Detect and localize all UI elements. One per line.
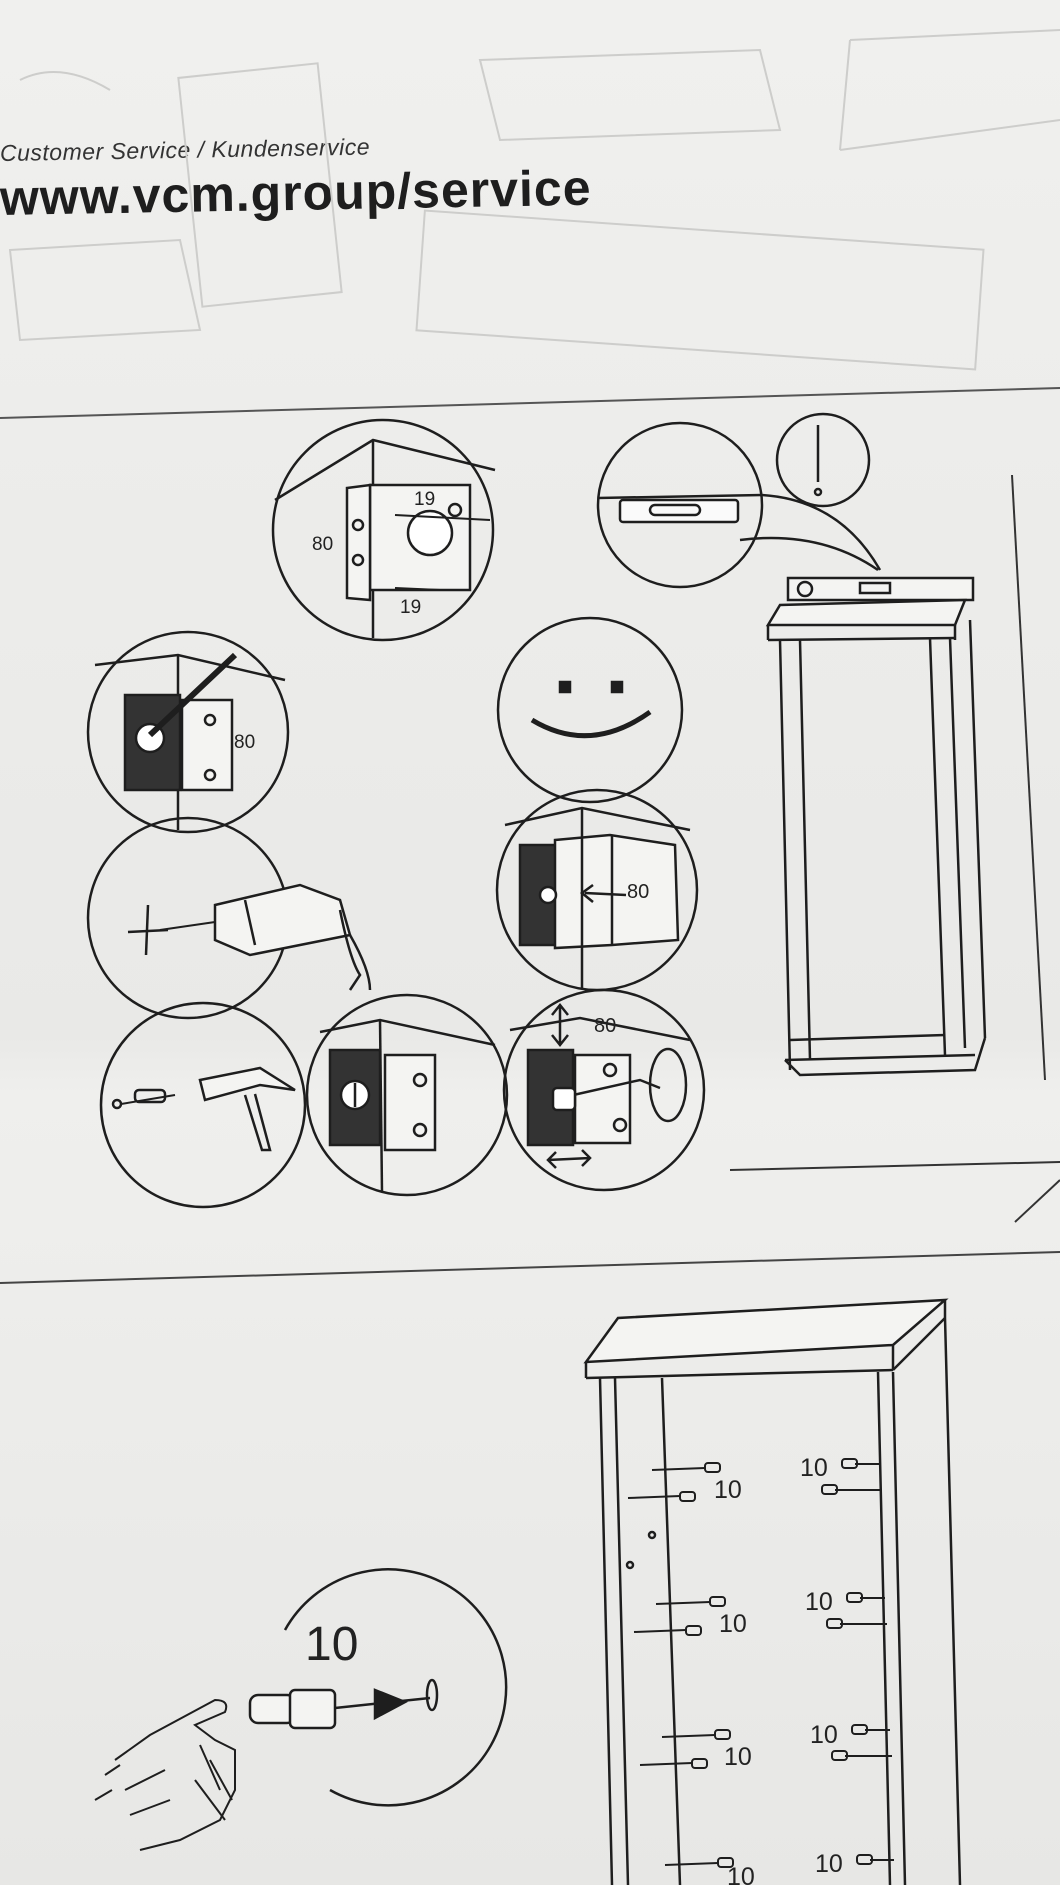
cabinet-dowel-label: 10 [724, 1743, 752, 1771]
adjust-mark-label: 80 [594, 1015, 616, 1037]
section-divider-bottom [0, 1251, 1060, 1284]
cabinet-dowel-label: 10 [805, 1588, 833, 1616]
cabinet-dowel-label: 10 [714, 1476, 742, 1504]
drill-circle [86, 816, 372, 1020]
success-smiley-circle [496, 616, 684, 804]
hang-cabinet-circle [495, 788, 699, 992]
bracket-top-width-label: 19 [414, 489, 435, 510]
cabinet-dowel-label: 10 [815, 1850, 843, 1878]
bracket-dimension-circle [271, 418, 496, 642]
section-divider-top [0, 387, 1060, 419]
hand-icon [94, 1698, 236, 1851]
cabinet-dowel-label: 10 [800, 1454, 828, 1482]
cabinet-dowel-label: 10 [719, 1610, 747, 1638]
push-mark-label: 80 [627, 881, 649, 903]
plumb-check-circle [775, 412, 871, 508]
bracket-wall-circle [86, 630, 290, 834]
wall-cabinet-with-level [765, 576, 987, 1077]
adjust-bracket-circle [502, 988, 706, 1192]
hammer-circle [99, 1001, 307, 1209]
wall-mark-label: 80 [234, 732, 255, 753]
bracket-side-label: 80 [312, 534, 333, 555]
bracket-bottom-width-label: 19 [400, 597, 421, 618]
cabinet-dowel-label: 10 [727, 1863, 755, 1885]
header-background-sketch [8, 29, 1060, 371]
cabinet-dowel-markers [627, 1458, 894, 1868]
cabinet-dowel-label: 10 [810, 1721, 838, 1749]
dowel-insert-circle [248, 1568, 508, 1807]
tall-cabinet-dowels [583, 1298, 962, 1885]
level-detail-circle [596, 421, 882, 589]
dowel-size-label: 10 [305, 1618, 358, 1671]
mounted-bracket-circle [305, 993, 509, 1197]
